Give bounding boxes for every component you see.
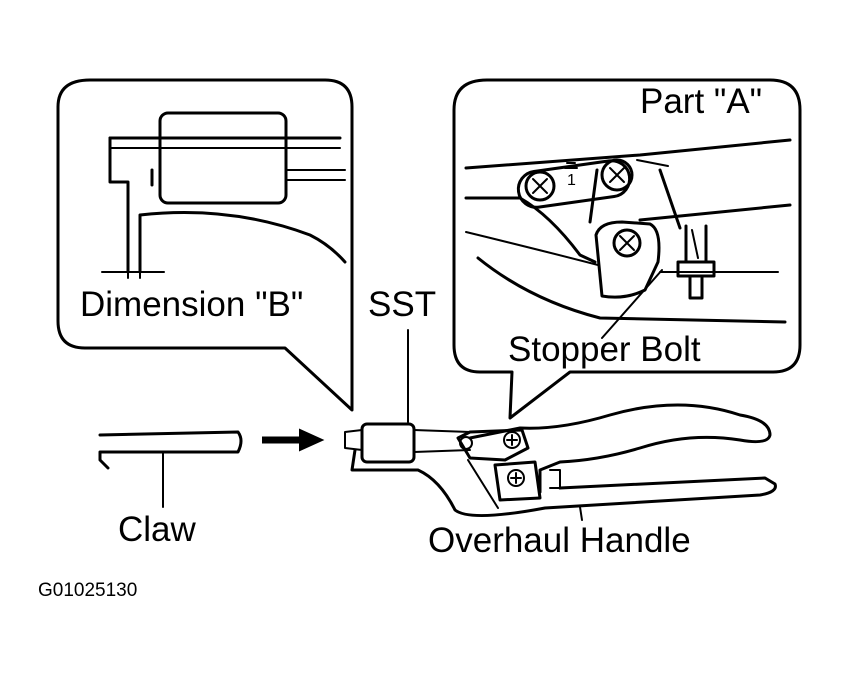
dimension-b-label: Dimension "B" bbox=[80, 285, 304, 324]
left-callout-bubble bbox=[56, 78, 354, 412]
figure-id: G01025130 bbox=[38, 580, 138, 601]
claw-tool bbox=[98, 430, 243, 508]
overhaul-handle bbox=[350, 403, 777, 521]
sst-label: SST bbox=[368, 285, 437, 324]
marker-1-label: 1 bbox=[567, 172, 576, 189]
right-callout-bubble bbox=[452, 78, 802, 420]
sst-detail-inset bbox=[101, 111, 347, 279]
claw-label: Claw bbox=[118, 510, 196, 549]
direction-arrow bbox=[262, 428, 325, 452]
sst-tool bbox=[344, 329, 471, 464]
stopper-bolt-detail-inset bbox=[464, 138, 792, 339]
overhaul-handle-label: Overhaul Handle bbox=[428, 521, 691, 560]
stopper-bolt-label: Stopper Bolt bbox=[508, 330, 701, 369]
part-a-label: Part "A" bbox=[640, 82, 763, 121]
